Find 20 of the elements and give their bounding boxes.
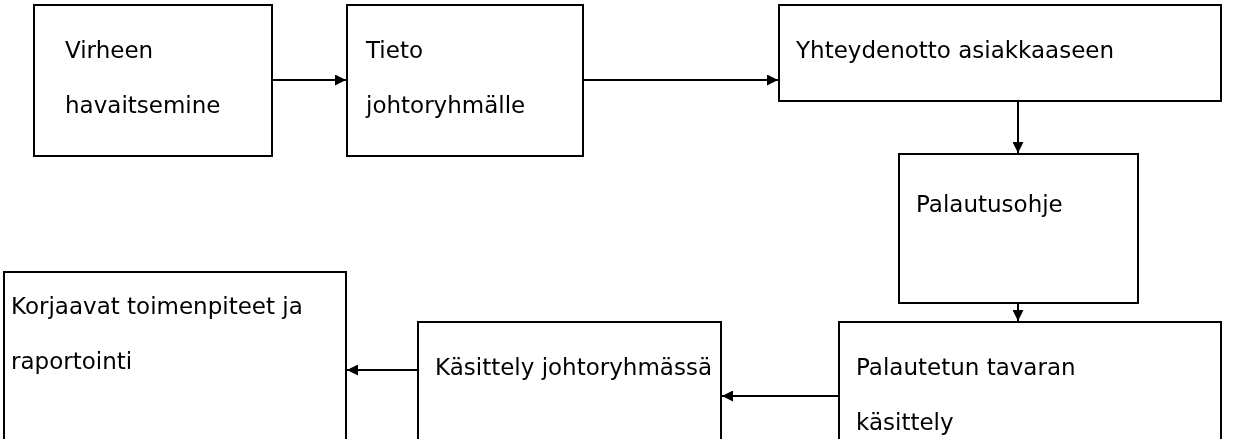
arrow — [721, 390, 839, 402]
arrow — [272, 74, 347, 86]
arrow — [1012, 303, 1024, 322]
step-label: Palautusohje — [916, 190, 1064, 219]
step-label: Yhteydenotto asiakkaaseen — [796, 36, 1116, 65]
process-box — [898, 153, 1139, 304]
process-box — [417, 321, 722, 439]
step-label: Tieto johtoryhmälle — [366, 36, 527, 120]
arrow — [346, 364, 418, 376]
process-box — [838, 321, 1222, 439]
arrow — [583, 74, 779, 86]
step-label: Palautetun tavaran käsittely — [856, 353, 1077, 437]
arrow — [1012, 101, 1024, 154]
step-label: Korjaavat toimenpiteet ja raportointi — [11, 292, 304, 376]
step-label: Virheen havaitsemine — [65, 36, 222, 120]
process-box — [346, 4, 584, 157]
process-box — [33, 4, 273, 157]
step-label: Käsittely johtoryhmässä — [435, 353, 713, 382]
process-box — [3, 271, 347, 439]
process-box — [778, 4, 1222, 102]
